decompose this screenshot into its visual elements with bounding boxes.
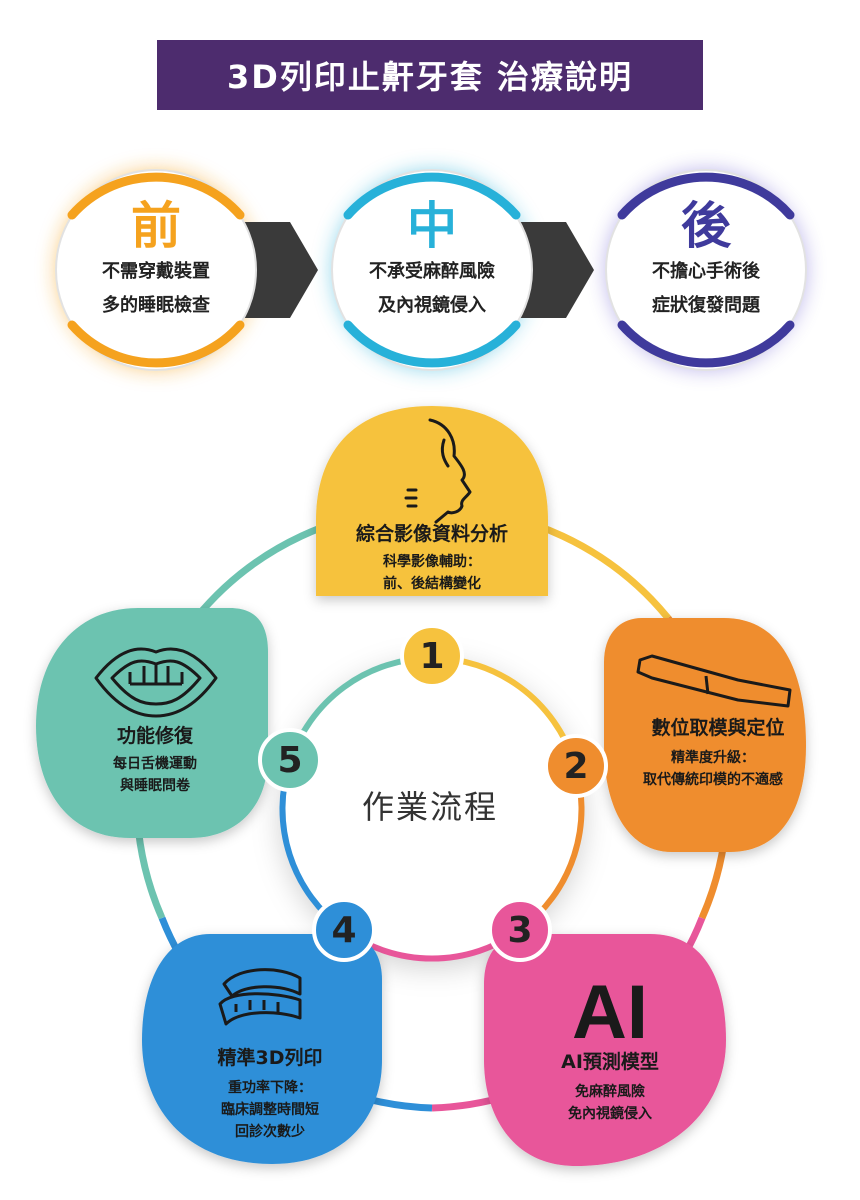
step-2-number: 2 <box>563 745 589 787</box>
step-1-desc-2: 前、後結構變化 <box>383 576 481 592</box>
phase-during-line2: 及內視鏡侵入 <box>378 295 486 316</box>
step-2-desc-2: 取代傳統印模的不適感 <box>643 772 783 788</box>
step-5-number-circle <box>258 728 322 792</box>
step-3-desc-2: 免內視鏡侵入 <box>568 1106 652 1122</box>
phase-arc-top-after <box>617 172 795 220</box>
step-4-desc-2: 臨床調整時間短 <box>221 1102 319 1118</box>
phase-during-line1: 不承受麻醉風險 <box>369 261 495 282</box>
phase-circle-after <box>605 169 807 371</box>
step-1-desc-1: 科學影像輔助： <box>383 554 481 570</box>
step-1-number-circle <box>400 624 464 688</box>
phase-before-label: 前 <box>131 197 181 255</box>
step-2-title: 數位取模與定位 <box>651 717 785 739</box>
ai-text-icon: AI <box>572 970 648 1055</box>
phase-after-label: 後 <box>681 197 731 255</box>
step-3-number-circle <box>488 898 552 962</box>
phase-arc-top-during <box>343 172 521 220</box>
step-4-desc-3: 回診次數少 <box>235 1124 305 1140</box>
step-4-desc-1: 重功率下降： <box>228 1080 312 1096</box>
step-3-number: 3 <box>507 909 533 951</box>
step-3-desc-1: 免麻醉風險 <box>575 1084 645 1100</box>
phase-before-line2: 多的睡眠檢查 <box>102 295 210 316</box>
step-4-number-circle <box>312 898 376 962</box>
step-4-petal <box>142 934 382 1164</box>
step-5-number: 5 <box>277 739 303 781</box>
page-title: 3D列印止鼾牙套 治療說明 <box>157 40 703 110</box>
step-1-number: 1 <box>419 635 445 677</box>
face-profile-icon <box>404 418 472 524</box>
phase-arc-bottom-during <box>343 320 521 368</box>
step-2-petal <box>604 618 806 852</box>
phase-circle-before <box>55 169 257 371</box>
phase-arc-bottom-after <box>617 320 795 368</box>
phase-arc-bottom-before <box>67 320 245 368</box>
phase-after-line1: 不擔心手術後 <box>652 261 760 282</box>
arrow-before-to-during <box>240 222 318 318</box>
phase-arc-top-before <box>67 172 245 220</box>
step-4-number: 4 <box>331 909 357 951</box>
step-1-petal <box>316 406 548 596</box>
phase-during-label: 中 <box>407 197 457 255</box>
center-disc <box>280 656 584 960</box>
phase-after-line2: 症狀復發問題 <box>652 295 760 316</box>
phase-circle-during <box>331 169 533 371</box>
step-5-desc-2: 與睡眠問卷 <box>120 778 190 794</box>
step-2-number-circle <box>544 734 608 798</box>
step-3-title: AI預測模型 <box>561 1051 659 1073</box>
step-5-petal <box>36 608 268 838</box>
mouth-teeth-icon <box>94 647 218 718</box>
arrow-during-to-after <box>516 222 594 318</box>
step-2-desc-1: 精準度升級： <box>671 750 755 766</box>
phase-before-line1: 不需穿戴裝置 <box>102 261 210 282</box>
step-5-desc-1: 每日舌機運動 <box>113 756 197 772</box>
step-4-title: 精準3D列印 <box>217 1047 323 1069</box>
dental-appliance-icon <box>218 968 302 1026</box>
center-label: 作業流程 <box>361 788 498 826</box>
step-1-title: 綜合影像資料分析 <box>355 523 508 545</box>
intraoral-scanner-icon <box>636 654 792 708</box>
step-3-petal <box>484 934 726 1166</box>
step-5-title: 功能修復 <box>116 725 193 747</box>
